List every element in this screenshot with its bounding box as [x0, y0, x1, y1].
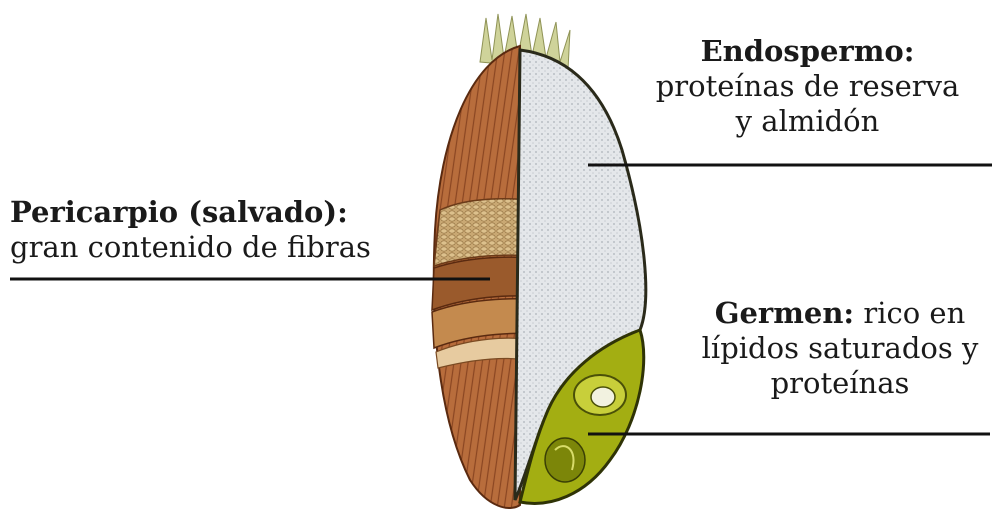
endosperm-line2: y almidón — [640, 104, 975, 139]
pericarp-line1: gran contenido de fibras — [10, 230, 371, 265]
germ-line1: rico en — [854, 296, 965, 330]
endosperm-title: Endospermo: — [701, 34, 915, 68]
germ-label: Germen: rico en lípidos saturados y prot… — [690, 296, 990, 400]
germ-line3: proteínas — [690, 366, 990, 401]
endosperm-line1: proteínas de reserva — [640, 69, 975, 104]
pericarp-title: Pericarpio (salvado): — [10, 195, 348, 229]
endosperm-label: Endospermo: proteínas de reserva y almid… — [640, 34, 975, 138]
germ-title: Germen: — [715, 296, 854, 330]
pericarp-label: Pericarpio (salvado): gran contenido de … — [10, 195, 371, 265]
germ-line2: lípidos saturados y — [690, 331, 990, 366]
